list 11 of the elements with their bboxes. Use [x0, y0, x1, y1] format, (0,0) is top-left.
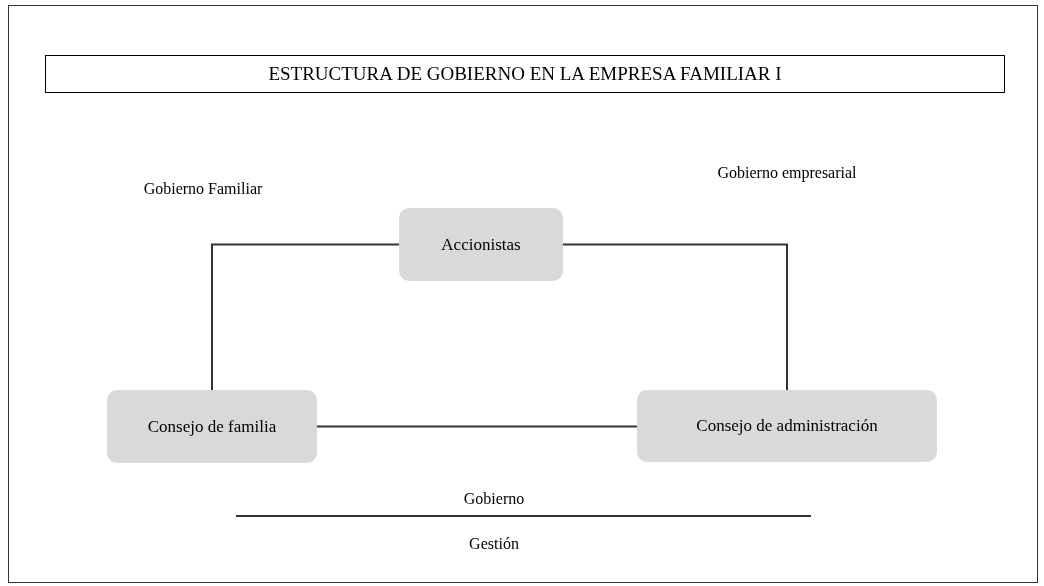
text-label: Gobierno — [462, 489, 526, 509]
rounded-box: Consejo de familia — [107, 390, 317, 463]
rounded-box: Accionistas — [399, 208, 563, 281]
text-label: Gestión — [468, 534, 520, 554]
connector-line — [562, 243, 788, 391]
text-label: Gobierno Familiar — [143, 179, 263, 199]
title-box: ESTRUCTURA DE GOBIERNO EN LA EMPRESA FAMILIAR I — [45, 55, 1005, 93]
text-label: Gobierno empresarial — [717, 163, 857, 184]
rounded-box: Consejo de administración — [637, 390, 937, 462]
connector-line — [211, 243, 400, 391]
connector-line — [316, 425, 638, 428]
